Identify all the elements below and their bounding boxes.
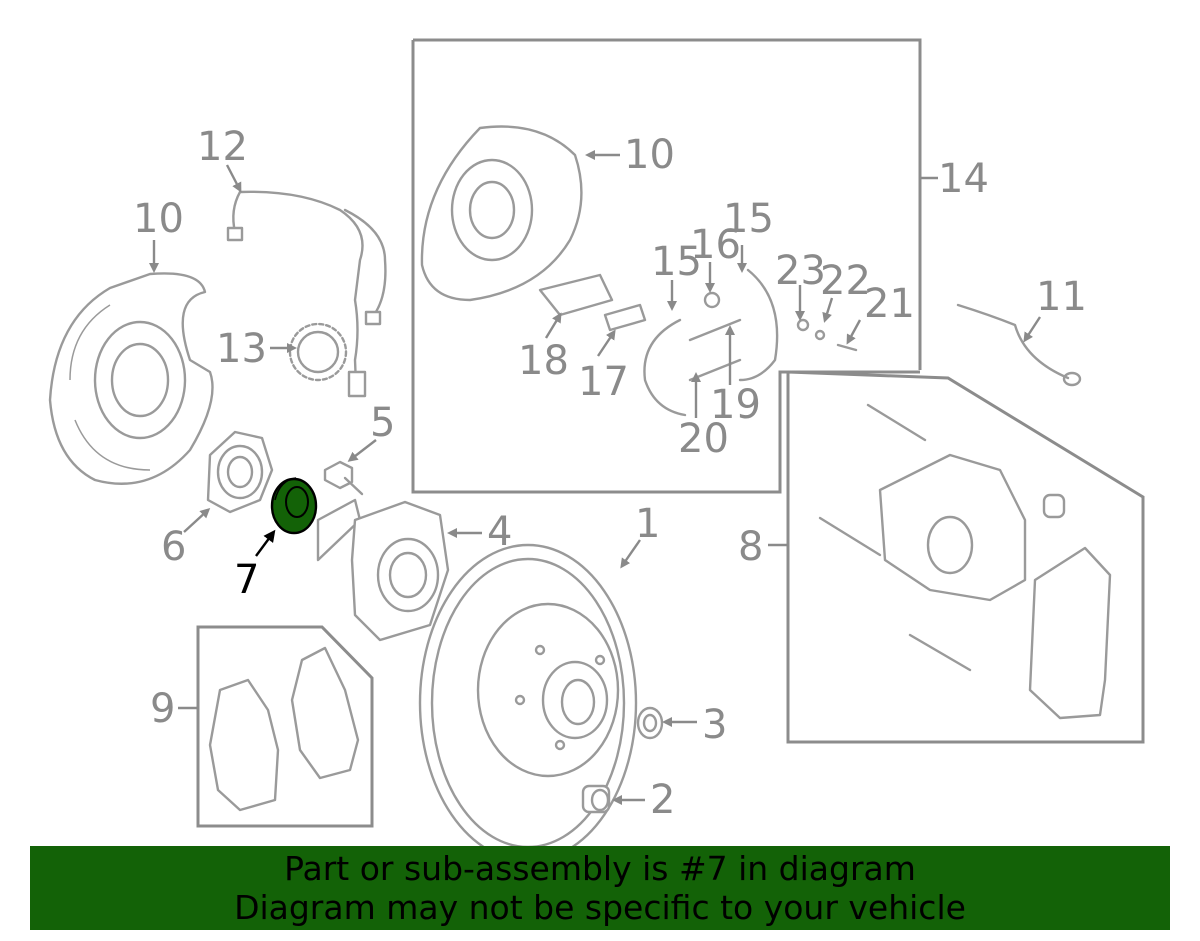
callout-15-upper: 15 xyxy=(723,196,774,242)
info-banner: Part or sub-assembly is #7 in diagram Di… xyxy=(30,846,1170,930)
callout-11: 11 xyxy=(1036,274,1087,320)
callout-21: 21 xyxy=(864,281,915,327)
cap-2 xyxy=(581,784,611,814)
callout-23: 23 xyxy=(775,248,826,294)
rear-brake-box-14 xyxy=(413,38,922,370)
callout-20: 20 xyxy=(678,416,729,462)
callout-14: 14 xyxy=(938,156,989,202)
highlighted-seal-7 xyxy=(270,477,318,535)
callout-9: 9 xyxy=(150,686,175,732)
rotor-1 xyxy=(418,543,638,863)
callout-22: 22 xyxy=(820,258,871,304)
leader-lines xyxy=(149,150,1042,805)
nut-3 xyxy=(636,706,664,740)
callout-16: 16 xyxy=(690,222,741,268)
bolt-5 xyxy=(323,460,364,496)
banner-line-1: Part or sub-assembly is #7 in diagram xyxy=(284,849,916,888)
callout-10-left: 10 xyxy=(133,196,184,242)
callout-8: 8 xyxy=(738,524,763,570)
abs-sensor-wire xyxy=(226,190,387,398)
hub-bearing-6 xyxy=(206,430,274,514)
banner-line-2: Diagram may not be specific to your vehi… xyxy=(234,888,966,927)
callout-6: 6 xyxy=(161,524,186,570)
callout-17: 17 xyxy=(578,359,629,405)
callout-3: 3 xyxy=(702,702,727,748)
callout-12: 12 xyxy=(197,124,248,170)
callout-1: 1 xyxy=(635,501,660,547)
dust-shield-left xyxy=(48,272,214,485)
dust-shield-rear xyxy=(420,125,583,302)
caliper-8 xyxy=(818,403,1112,720)
brake-hose-11 xyxy=(956,303,1082,387)
pad-box-9 xyxy=(196,625,374,828)
caliper-box-8 xyxy=(786,370,1145,744)
callout-13: 13 xyxy=(216,326,267,372)
callout-10-rear: 10 xyxy=(624,132,675,178)
callout-5: 5 xyxy=(370,400,395,446)
callout-19: 19 xyxy=(710,382,761,428)
callout-7: 7 xyxy=(234,557,259,603)
callout-15-lower: 15 xyxy=(651,239,702,285)
callout-2: 2 xyxy=(650,777,675,823)
tone-ring xyxy=(288,322,348,382)
callout-4: 4 xyxy=(487,509,512,555)
knuckle-4 xyxy=(316,498,450,642)
callout-18: 18 xyxy=(518,338,569,384)
brake-pads-9 xyxy=(208,646,360,812)
